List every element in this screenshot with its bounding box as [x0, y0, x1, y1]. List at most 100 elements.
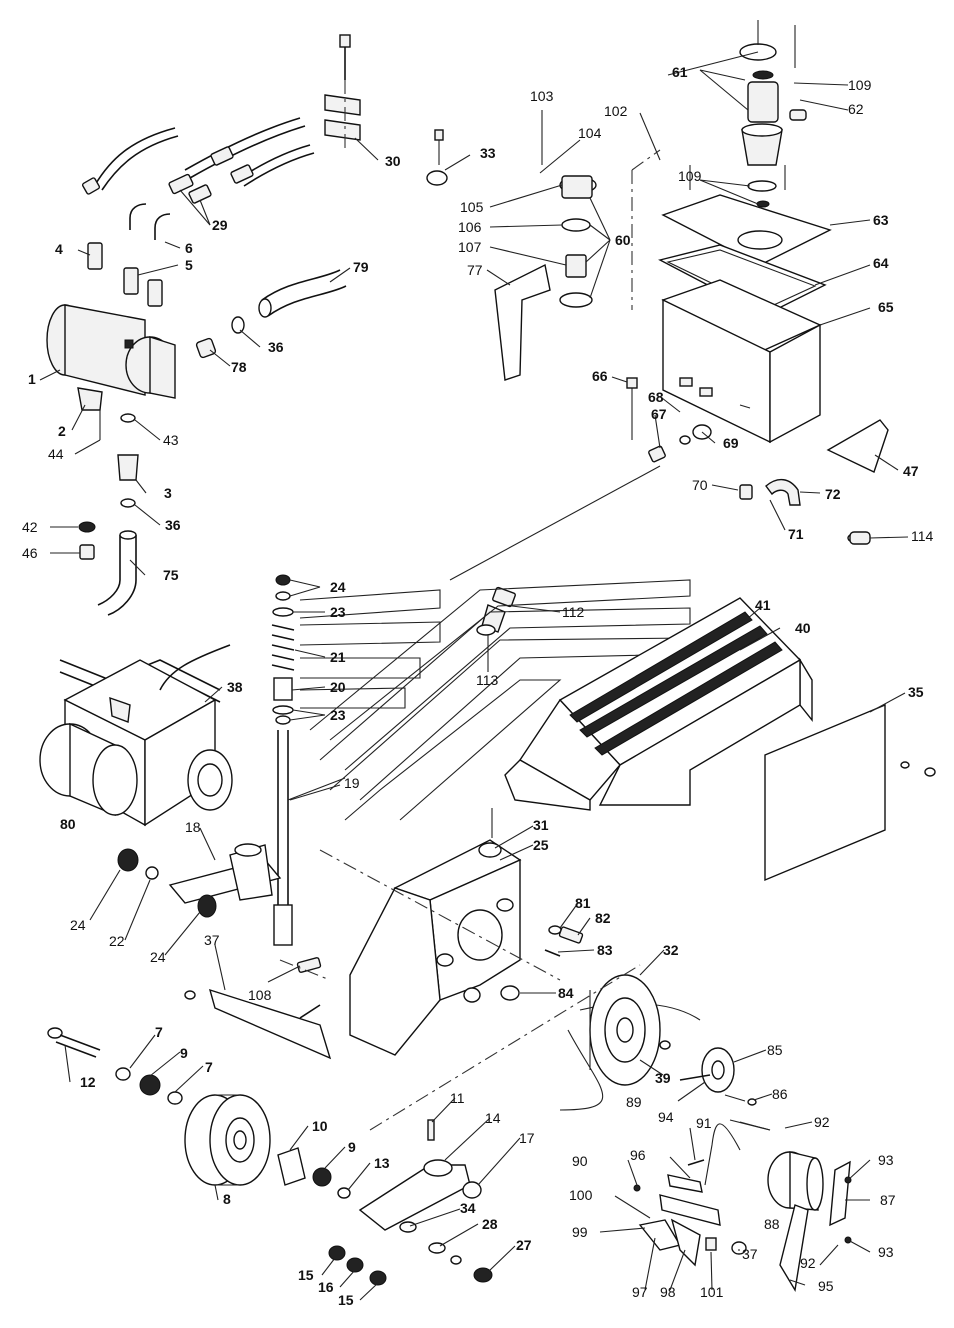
callout-23b: 23: [330, 707, 346, 723]
callout-15b: 15: [338, 1292, 354, 1308]
callout-87: 87: [880, 1192, 896, 1208]
drain-fittings: [626, 377, 871, 545]
callout-42: 42: [22, 519, 38, 535]
callout-14: 14: [485, 1110, 501, 1126]
callout-28: 28: [482, 1216, 498, 1232]
callout-36a: 36: [268, 339, 284, 355]
callout-9a: 9: [180, 1045, 188, 1061]
small-clamp-33: [426, 129, 448, 186]
callout-94: 94: [658, 1109, 674, 1125]
leader-lines: [39, 51, 909, 1301]
callout-99: 99: [572, 1224, 588, 1240]
callout-24b: 24: [70, 917, 86, 933]
callout-40: 40: [795, 620, 811, 636]
callout-33: 33: [480, 145, 496, 161]
callout-46: 46: [22, 545, 38, 561]
callout-97: 97: [632, 1284, 648, 1300]
callout-39: 39: [655, 1070, 671, 1086]
callout-86: 86: [772, 1086, 788, 1102]
valve-bolt-bracket: [324, 34, 361, 150]
callout-83: 83: [597, 942, 613, 958]
callout-31: 31: [533, 817, 549, 833]
callout-1: 1: [28, 371, 36, 387]
callout-9b: 9: [348, 1139, 356, 1155]
callout-61: 61: [672, 64, 688, 80]
track-tensioner-37: [184, 988, 332, 1060]
oil-tank-lid: [658, 194, 832, 316]
callout-64: 64: [873, 255, 889, 271]
suction-port-fittings: [195, 269, 347, 359]
callout-113: 113: [476, 672, 499, 688]
callout-32: 32: [663, 942, 679, 958]
callout-93a: 93: [878, 1152, 894, 1168]
callout-65: 65: [878, 299, 894, 315]
bushing-10-bearing-9: [277, 1147, 351, 1199]
callout-8: 8: [223, 1191, 231, 1207]
callout-18: 18: [185, 819, 201, 835]
callout-6: 6: [185, 240, 193, 256]
callout-4: 4: [55, 241, 63, 257]
callout-69: 69: [723, 435, 739, 451]
callout-numbers: 1 2 3 4 5 6 7 7 8 9 9 10 11 12 13 14 15 …: [22, 64, 934, 1308]
callout-88: 88: [764, 1216, 780, 1232]
callout-81: 81: [575, 895, 591, 911]
oil-tank-cap-assembly: [689, 20, 807, 208]
hydraulic-pump: [46, 304, 176, 440]
main-frame-bracket: [349, 839, 522, 1056]
callout-104: 104: [578, 125, 602, 141]
callout-106: 106: [458, 219, 482, 235]
adapter-fittings: [87, 242, 163, 307]
hydraulic-hoses: [94, 117, 315, 191]
callout-84: 84: [558, 985, 574, 1001]
callout-95: 95: [818, 1278, 834, 1294]
callout-66: 66: [592, 368, 608, 384]
callout-109a: 109: [848, 77, 872, 93]
long-dash-guide: [279, 849, 641, 1131]
bolt-clamp-31: [478, 808, 502, 858]
callout-13: 13: [374, 1155, 390, 1171]
callout-20: 20: [330, 679, 346, 695]
callout-78: 78: [231, 359, 247, 375]
callout-5: 5: [185, 257, 193, 273]
callout-35: 35: [908, 684, 924, 700]
callout-82: 82: [595, 910, 611, 926]
callout-60: 60: [615, 232, 631, 248]
callout-77: 77: [467, 262, 483, 278]
callout-92b: 92: [800, 1255, 816, 1271]
callout-38: 38: [227, 679, 243, 695]
callout-109b: 109: [678, 168, 702, 184]
tank-bracket-47: [826, 419, 889, 473]
callout-114: 114: [911, 528, 934, 544]
callout-17: 17: [519, 1130, 535, 1146]
belt-tensioner-brackets: [633, 1123, 747, 1267]
callout-2: 2: [58, 423, 66, 439]
axle-shaft-18: [117, 843, 282, 918]
callout-47: 47: [903, 463, 919, 479]
callout-7a: 7: [155, 1024, 163, 1040]
callout-3: 3: [164, 485, 172, 501]
callout-68: 68: [648, 389, 664, 405]
callout-90: 90: [572, 1153, 588, 1169]
callout-72: 72: [825, 486, 841, 502]
callout-7b: 7: [205, 1059, 213, 1075]
bolt-86: [724, 1094, 757, 1106]
track-fender-40: [504, 597, 813, 811]
tension-rod-assembly: [271, 574, 322, 973]
callout-93b: 93: [878, 1244, 894, 1260]
callout-11: 11: [450, 1090, 465, 1106]
callout-100: 100: [569, 1187, 593, 1203]
callout-101: 101: [700, 1284, 724, 1300]
sprocket-85: [659, 1040, 735, 1093]
swing-arm-14: [328, 1119, 493, 1286]
filter-assembly-lower: [78, 413, 139, 616]
oil-tank-body: [661, 279, 822, 444]
callout-92a: 92: [814, 1114, 830, 1130]
track-roller-8: [184, 1094, 271, 1186]
callout-15a: 15: [298, 1267, 314, 1283]
callout-27: 27: [516, 1237, 532, 1253]
callout-21: 21: [330, 649, 346, 665]
callout-96: 96: [630, 1147, 646, 1163]
callout-24a: 24: [330, 579, 346, 595]
callout-44: 44: [48, 446, 64, 462]
